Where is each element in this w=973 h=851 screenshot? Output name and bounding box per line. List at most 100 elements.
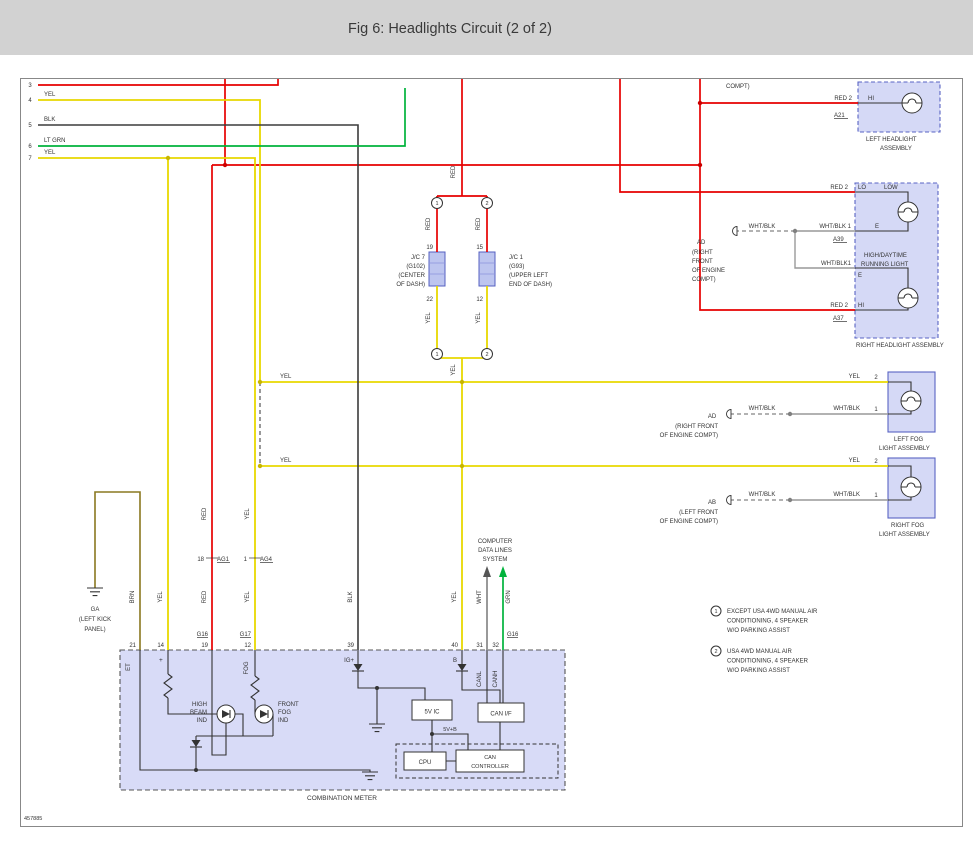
edge-pin-5: 5 [28, 123, 32, 129]
label-red19-hi: RED [202, 507, 208, 520]
meter-caption: COMBINATION METER [307, 795, 377, 802]
hl-right-ad4: COMPT) [692, 277, 716, 283]
hl-left-wire: RED 2 [834, 96, 852, 102]
meter-fog: FOG [244, 661, 250, 674]
wire-color-labels: BRN YEL RED RED YEL YEL BLK YEL WHT GRN [130, 507, 512, 604]
edge-pin-3: 3 [28, 83, 32, 89]
meter-conn-g16b: G16 [507, 632, 519, 638]
fog-left-wire-r: YEL [849, 374, 861, 380]
inline-yel-conn: AG4 [260, 557, 273, 563]
meter-canh: CANH [493, 670, 499, 687]
wht-can-arrow-icon [483, 566, 491, 577]
meter-ff3: IND [278, 718, 289, 724]
fog-left-pin1: 1 [874, 407, 878, 413]
jc-left-pin-bot: 22 [426, 297, 433, 303]
blk-wire [38, 124, 359, 650]
page-title: Fig 6: Headlights Circuit (2 of 2) [348, 21, 552, 37]
option-2-bottom: 2 [485, 352, 488, 358]
meter-internal-labels: ET + FOG IG+ B CANL CANH HIGH BEAM IND F… [126, 657, 512, 770]
hl-left-term: HI [868, 96, 874, 102]
diagram-border [20, 78, 963, 827]
label-yel40: YEL [452, 591, 458, 603]
jc-left-pin-top: 19 [426, 245, 433, 251]
inline-yel-pin: 1 [244, 557, 248, 563]
hl-left-caption2: ASSEMBLY [880, 146, 912, 152]
fog-left-loc1: (RIGHT FRONT [675, 424, 718, 430]
meter-pin-19: 19 [201, 643, 208, 649]
hl-right-e2: E [858, 273, 862, 279]
ga-code: GA [91, 607, 100, 613]
junction-dots [165, 100, 798, 772]
cpu-region-dashed-box [395, 743, 559, 779]
connector-icons [726, 226, 738, 505]
whtblk-wires [731, 230, 888, 501]
jc-feed-wire-label: RED [451, 165, 457, 178]
hl-right-hi-wire: RED 2 [830, 303, 848, 309]
hl-right-hi-conn: A37 [833, 316, 844, 322]
yellow-wires [38, 99, 888, 650]
jc-out-wire-label: YEL [451, 364, 457, 376]
jc-left-wire-bot: YEL [426, 312, 432, 324]
jc-right-wire-bot: YEL [476, 312, 482, 324]
note1-num: 1 [714, 609, 717, 615]
meter-hb2: BEAM [190, 710, 207, 716]
can-sys-l1: COMPUTER [478, 539, 513, 545]
jc-right-loc1: (UPPER LEFT [509, 273, 548, 279]
option-1-bottom: 1 [435, 352, 438, 358]
label-wht31: WHT [477, 590, 483, 604]
can-system-labels: COMPUTER DATA LINES SYSTEM [478, 539, 513, 563]
label-yel12-lo: YEL [245, 591, 251, 603]
fog-right-loc1: (LEFT FRONT [679, 510, 718, 516]
meter-internal-wires [139, 650, 504, 772]
meter-canl: CANL [477, 670, 483, 687]
jc-right-wire-top: RED [476, 217, 482, 230]
top-cutoff-label: COMPT) [726, 84, 750, 90]
inline-connector-labels: 18 AG1 1 AG4 [197, 557, 272, 563]
meter-pin-14: 14 [157, 643, 164, 649]
jc-right-name: J/C 1 [509, 255, 524, 261]
fog-right-wire-r: YEL [849, 458, 861, 464]
edge-pin-6: 6 [28, 144, 32, 150]
meter-5vic: 5V IC [424, 710, 440, 716]
can-sys-l2: DATA LINES [478, 548, 512, 554]
hl-right-caption: RIGHT HEADLIGHT ASSEMBLY [856, 343, 944, 349]
fog-left-gnd-r: WHT/BLK [833, 406, 860, 412]
fog-left-loc2: OF ENGINE COMPT) [660, 433, 718, 439]
left-edge-pins: 3 4 YEL 5 BLK 6 LT GRN 7 YEL [28, 83, 65, 162]
label-blk39: BLK [348, 591, 354, 602]
meter-et: ET [126, 663, 132, 671]
jc-right-code: (G93) [509, 264, 524, 270]
hl-right-ad1: (RIGHT [692, 250, 713, 256]
fog-right-gnd-r: WHT/BLK [833, 492, 860, 498]
label-brn: BRN [130, 591, 136, 604]
label-yel14: YEL [158, 591, 164, 603]
ic-5v-box [411, 699, 453, 721]
fog-left-gnd-l: WHT/BLK [749, 406, 776, 412]
meter-cpu: CPU [419, 760, 432, 766]
edge-wire-7: YEL [44, 150, 56, 156]
edge-pin-4: 4 [28, 98, 32, 104]
meter-pin-32: 32 [492, 643, 499, 649]
hl-right-gnd1-wire: WHT/BLK 1 [819, 224, 851, 230]
meter-conn-g16a: G16 [197, 632, 209, 638]
note2-line3: W/O PARKING ASSIST [727, 668, 790, 674]
label-grn32: GRN [506, 590, 512, 603]
jc-left-name: J/C 7 [411, 255, 426, 261]
meter-pin-31: 31 [476, 643, 483, 649]
note2-num: 2 [714, 649, 717, 655]
hl-right-drl2: RUNNING LIGHT [861, 262, 909, 268]
notes-block: 1 EXCEPT USA 4WD MANUAL AIR CONDITIONING… [710, 605, 818, 674]
note2-line1: USA 4WD MANUAL AIR [727, 649, 792, 655]
brn-wire [94, 491, 141, 650]
fog-right-loc2: OF ENGINE COMPT) [660, 519, 718, 525]
jc-left-wire-top: RED [426, 217, 432, 230]
hl-right-e1: E [875, 224, 879, 230]
fog-left-conn: AD [708, 414, 717, 420]
fog-right-gnd-l: WHT/BLK [749, 492, 776, 498]
hl-left-caption1: LEFT HEADLIGHT [866, 137, 917, 143]
note1-line3: W/O PARKING ASSIST [727, 628, 790, 634]
fog-right-caption2: LIGHT ASSEMBLY [879, 532, 930, 538]
option-1-top: 1 [435, 201, 438, 207]
jc-left-loc2: OF DASH) [396, 282, 425, 288]
